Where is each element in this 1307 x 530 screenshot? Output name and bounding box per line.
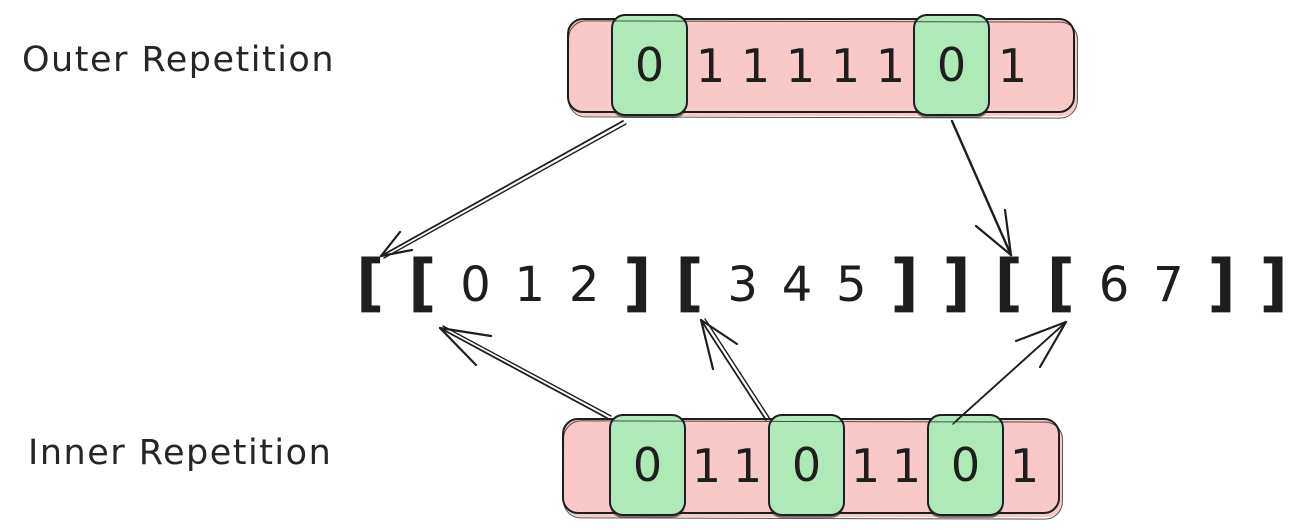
bit-cell-highlighted: 0 [611, 13, 688, 116]
bit-value: 0 [791, 438, 822, 492]
bracket-token: ] [890, 246, 919, 319]
bit-cell: 1 [740, 38, 771, 93]
bracket-token: ] [1259, 246, 1288, 319]
bracket-token: ] [623, 246, 652, 319]
arrow-inner-zero-to-bracket-345 [699, 318, 771, 421]
number-token: 3 [727, 257, 758, 313]
number-token: 2 [568, 257, 600, 313]
outer-repetition-box: 0 1 1 1 1 1 0 1 [567, 13, 1075, 116]
outer-repetition-label: Outer Repetition [22, 40, 336, 80]
bit-value: 0 [950, 438, 981, 492]
bracket-token: [ [356, 246, 385, 319]
bit-cell: 1 [691, 439, 722, 493]
bit-cell: 1 [830, 38, 861, 93]
bit-cell-highlighted: 0 [768, 414, 845, 516]
bracket-token: [ [1046, 246, 1075, 319]
number-token: 5 [836, 257, 867, 313]
bracket-token: ] [1207, 246, 1236, 319]
bit-cell: 1 [875, 38, 906, 93]
arrow-inner-zero-to-bracket-012 [438, 325, 612, 419]
bit-cell: 1 [1009, 439, 1040, 493]
bit-cell: 1 [891, 439, 922, 493]
bit-value: 0 [632, 438, 663, 492]
number-token: 7 [1153, 257, 1184, 313]
nested-groups-expression: [ [ 0 1 2 ] [ 3 4 5 ] ] [ [ 6 7 ] ] [356, 243, 1288, 327]
bit-cell: 1 [997, 38, 1028, 93]
bracket-token: [ [675, 246, 704, 319]
bit-cell-highlighted: 0 [609, 414, 686, 516]
bracket-token: [ [994, 246, 1023, 319]
bracket-token: ] [942, 246, 971, 319]
number-token: 1 [514, 257, 546, 313]
bit-cell: 1 [850, 439, 881, 493]
number-token: 0 [460, 257, 491, 313]
inner-repetition-label: Inner Repetition [28, 433, 333, 473]
inner-repetition-box: 0 1 1 0 1 1 0 1 [562, 414, 1060, 516]
number-token: 6 [1098, 257, 1130, 313]
bit-cell-highlighted: 0 [913, 13, 990, 116]
arrow-inner-zero-to-bracket-67 [952, 320, 1068, 425]
number-token: 4 [781, 257, 813, 313]
bit-cell: 1 [695, 38, 726, 93]
bit-cell: 1 [785, 38, 816, 93]
bit-value: 0 [936, 37, 967, 92]
bracket-token: [ [408, 246, 437, 319]
bit-value: 0 [634, 37, 665, 92]
bit-cell-highlighted: 0 [927, 414, 1004, 516]
arrow-outer-zero-to-first-bracket [379, 120, 627, 259]
arrow-outer-zero-to-second-group-bracket [950, 119, 1013, 257]
bit-cell: 1 [732, 439, 763, 493]
